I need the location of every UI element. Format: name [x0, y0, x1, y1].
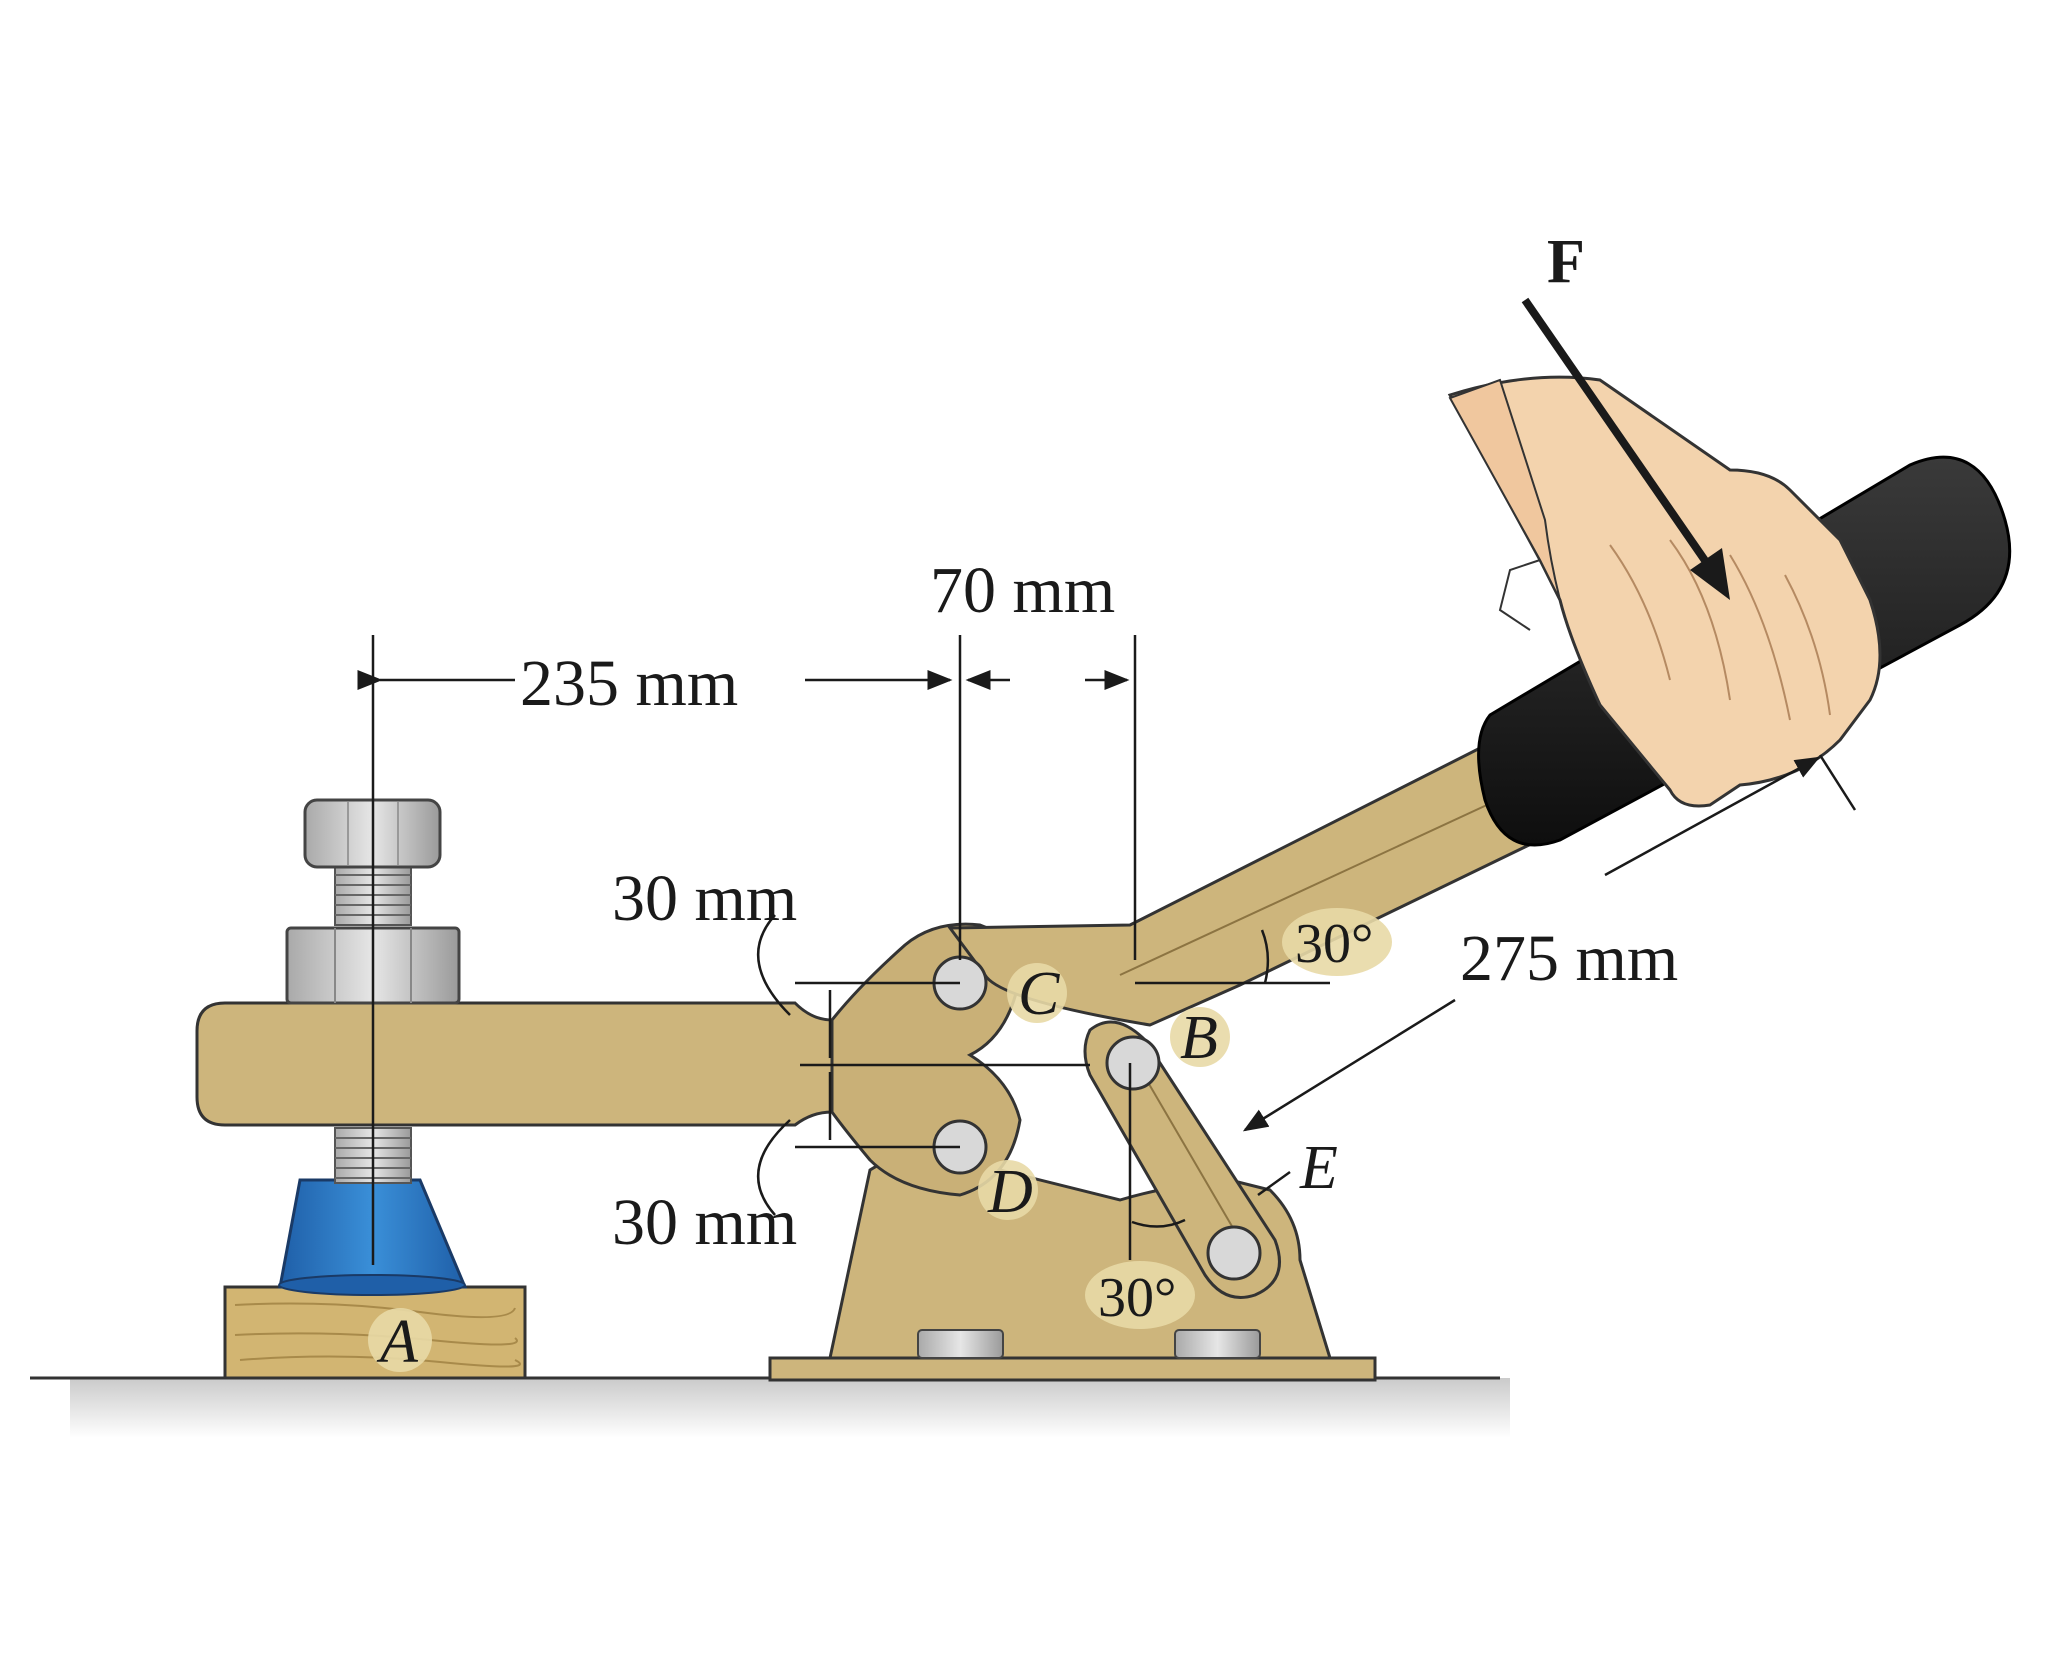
dim-30-upper: 30 mm [612, 862, 797, 935]
label-badge-C [1007, 963, 1067, 1023]
dim-235: 235 mm [520, 647, 738, 720]
base-bracket [768, 1155, 1377, 1382]
point-label-B: B [1180, 1004, 1218, 1072]
dimension-lines [357, 635, 1857, 1265]
label-badge-D [978, 1160, 1038, 1220]
label-badge-B [1170, 1007, 1230, 1067]
pin-B [1105, 1035, 1161, 1091]
point-label-A: A [376, 1308, 419, 1376]
point-label-C: C [1018, 960, 1060, 1028]
angle-badge-handle [1282, 908, 1392, 976]
clamp-arm [195, 1001, 834, 1127]
angle-badge-link [1085, 1261, 1195, 1329]
ground [30, 1376, 1510, 1438]
force-label: F [1547, 228, 1585, 296]
dim-275: 275 mm [1460, 922, 1678, 995]
operator-hand [1447, 375, 1882, 808]
label-badge-A [368, 1308, 432, 1372]
point-label-D: D [987, 1158, 1033, 1226]
dim-30-lower: 30 mm [612, 1186, 797, 1259]
angle-handle: 30° [1295, 913, 1373, 975]
force-arrow [1521, 297, 1730, 600]
angle-link: 30° [1098, 1267, 1176, 1329]
point-label-E: E [1299, 1134, 1338, 1202]
dim-70: 70 mm [930, 554, 1115, 627]
pin-E [1206, 1225, 1262, 1281]
